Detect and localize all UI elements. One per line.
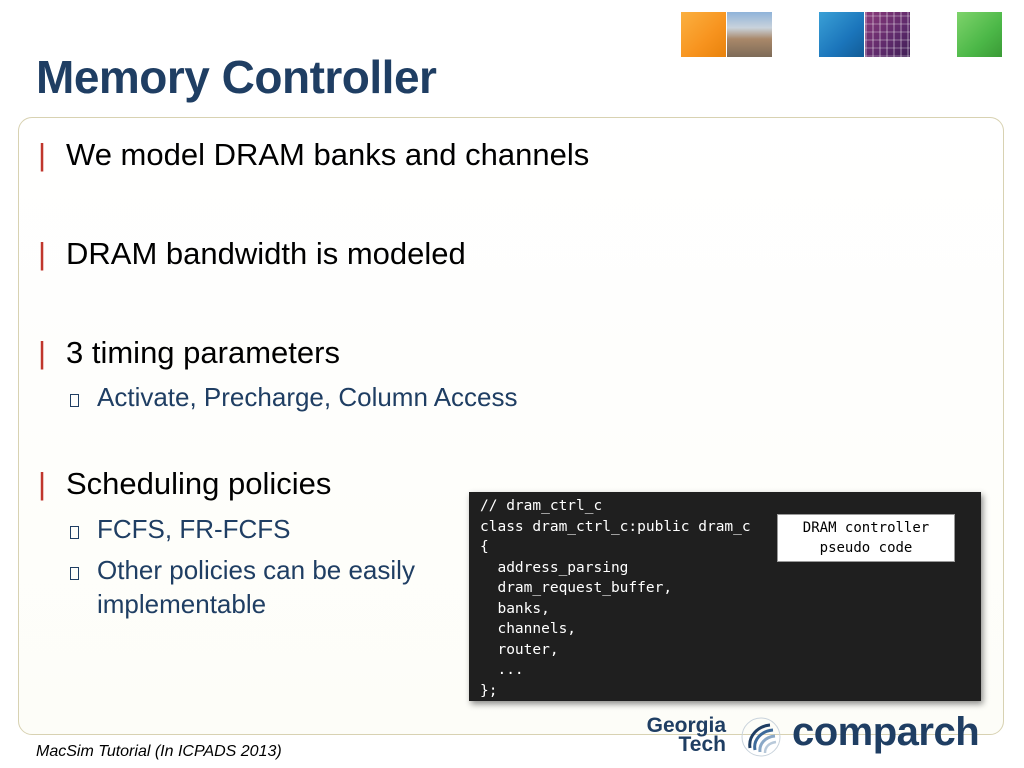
comparch-logo-text: comparch [792, 710, 980, 754]
bullet-marker: | [38, 335, 47, 370]
bullet-text: We model DRAM banks and channels [66, 137, 590, 172]
header-tile-green [957, 12, 1002, 57]
header-tile-photo [727, 12, 772, 57]
header-tile-blue [819, 12, 864, 57]
code-line: dram_request_buffer, [480, 580, 673, 596]
code-line: router, [480, 641, 559, 658]
bullet-text: Scheduling policies [66, 466, 332, 501]
sub-bullet-marker [70, 557, 97, 591]
sub-bullet-text: implementable [97, 589, 267, 619]
bullet-marker: | [38, 137, 47, 172]
footer-text: MacSim Tutorial (In ICPADS 2013) [36, 743, 282, 760]
sub-bullet-text: FCFS, FR-FCFS [97, 514, 291, 544]
comparch-swirl-icon [741, 717, 781, 757]
gt-logo-line-2: Tech [678, 733, 726, 756]
sub-bullet-marker [70, 384, 97, 418]
gt-logo-line-1: Georgia [646, 714, 726, 737]
sub-bullet-other-policies: Other policies can be easily [70, 553, 415, 591]
bullet-marker: | [38, 466, 47, 501]
header-tile-chip [865, 12, 910, 57]
bullet-2: | DRAM bandwidth is modeled [38, 236, 466, 272]
code-line: ... [480, 662, 524, 678]
code-line: address_parsing [480, 559, 629, 576]
bullet-text: DRAM bandwidth is modeled [66, 236, 466, 271]
code-line: banks, [480, 600, 550, 617]
code-line: }; [480, 682, 498, 699]
bullet-1: | We model DRAM banks and channels [38, 137, 589, 173]
bullet-4: | Scheduling policies [38, 466, 331, 502]
code-callout: DRAM controller pseudo code [777, 514, 955, 562]
sub-bullet-continuation: implementable [97, 587, 266, 621]
georgia-tech-logo: Georgia Tech [636, 714, 726, 756]
sub-bullet-timing: Activate, Precharge, Column Access [70, 380, 518, 418]
sub-bullet-text: Activate, Precharge, Column Access [97, 382, 518, 412]
callout-line-2: pseudo code [819, 540, 913, 556]
sub-bullet-marker [70, 516, 97, 550]
bullet-3: | 3 timing parameters [38, 335, 340, 371]
bullet-text: 3 timing parameters [66, 335, 340, 370]
code-line: class dram_ctrl_c:public dram_c [480, 518, 751, 535]
bullet-marker: | [38, 236, 47, 271]
header-tile-orange [681, 12, 726, 57]
code-line: { [480, 539, 489, 555]
sub-bullet-text: Other policies can be easily [97, 555, 415, 585]
code-line: // dram_ctrl_c [480, 498, 603, 514]
callout-line-1: DRAM controller [802, 520, 930, 536]
code-line: channels, [480, 621, 577, 637]
slide-title: Memory Controller [36, 51, 437, 103]
sub-bullet-fcfs: FCFS, FR-FCFS [70, 512, 291, 550]
